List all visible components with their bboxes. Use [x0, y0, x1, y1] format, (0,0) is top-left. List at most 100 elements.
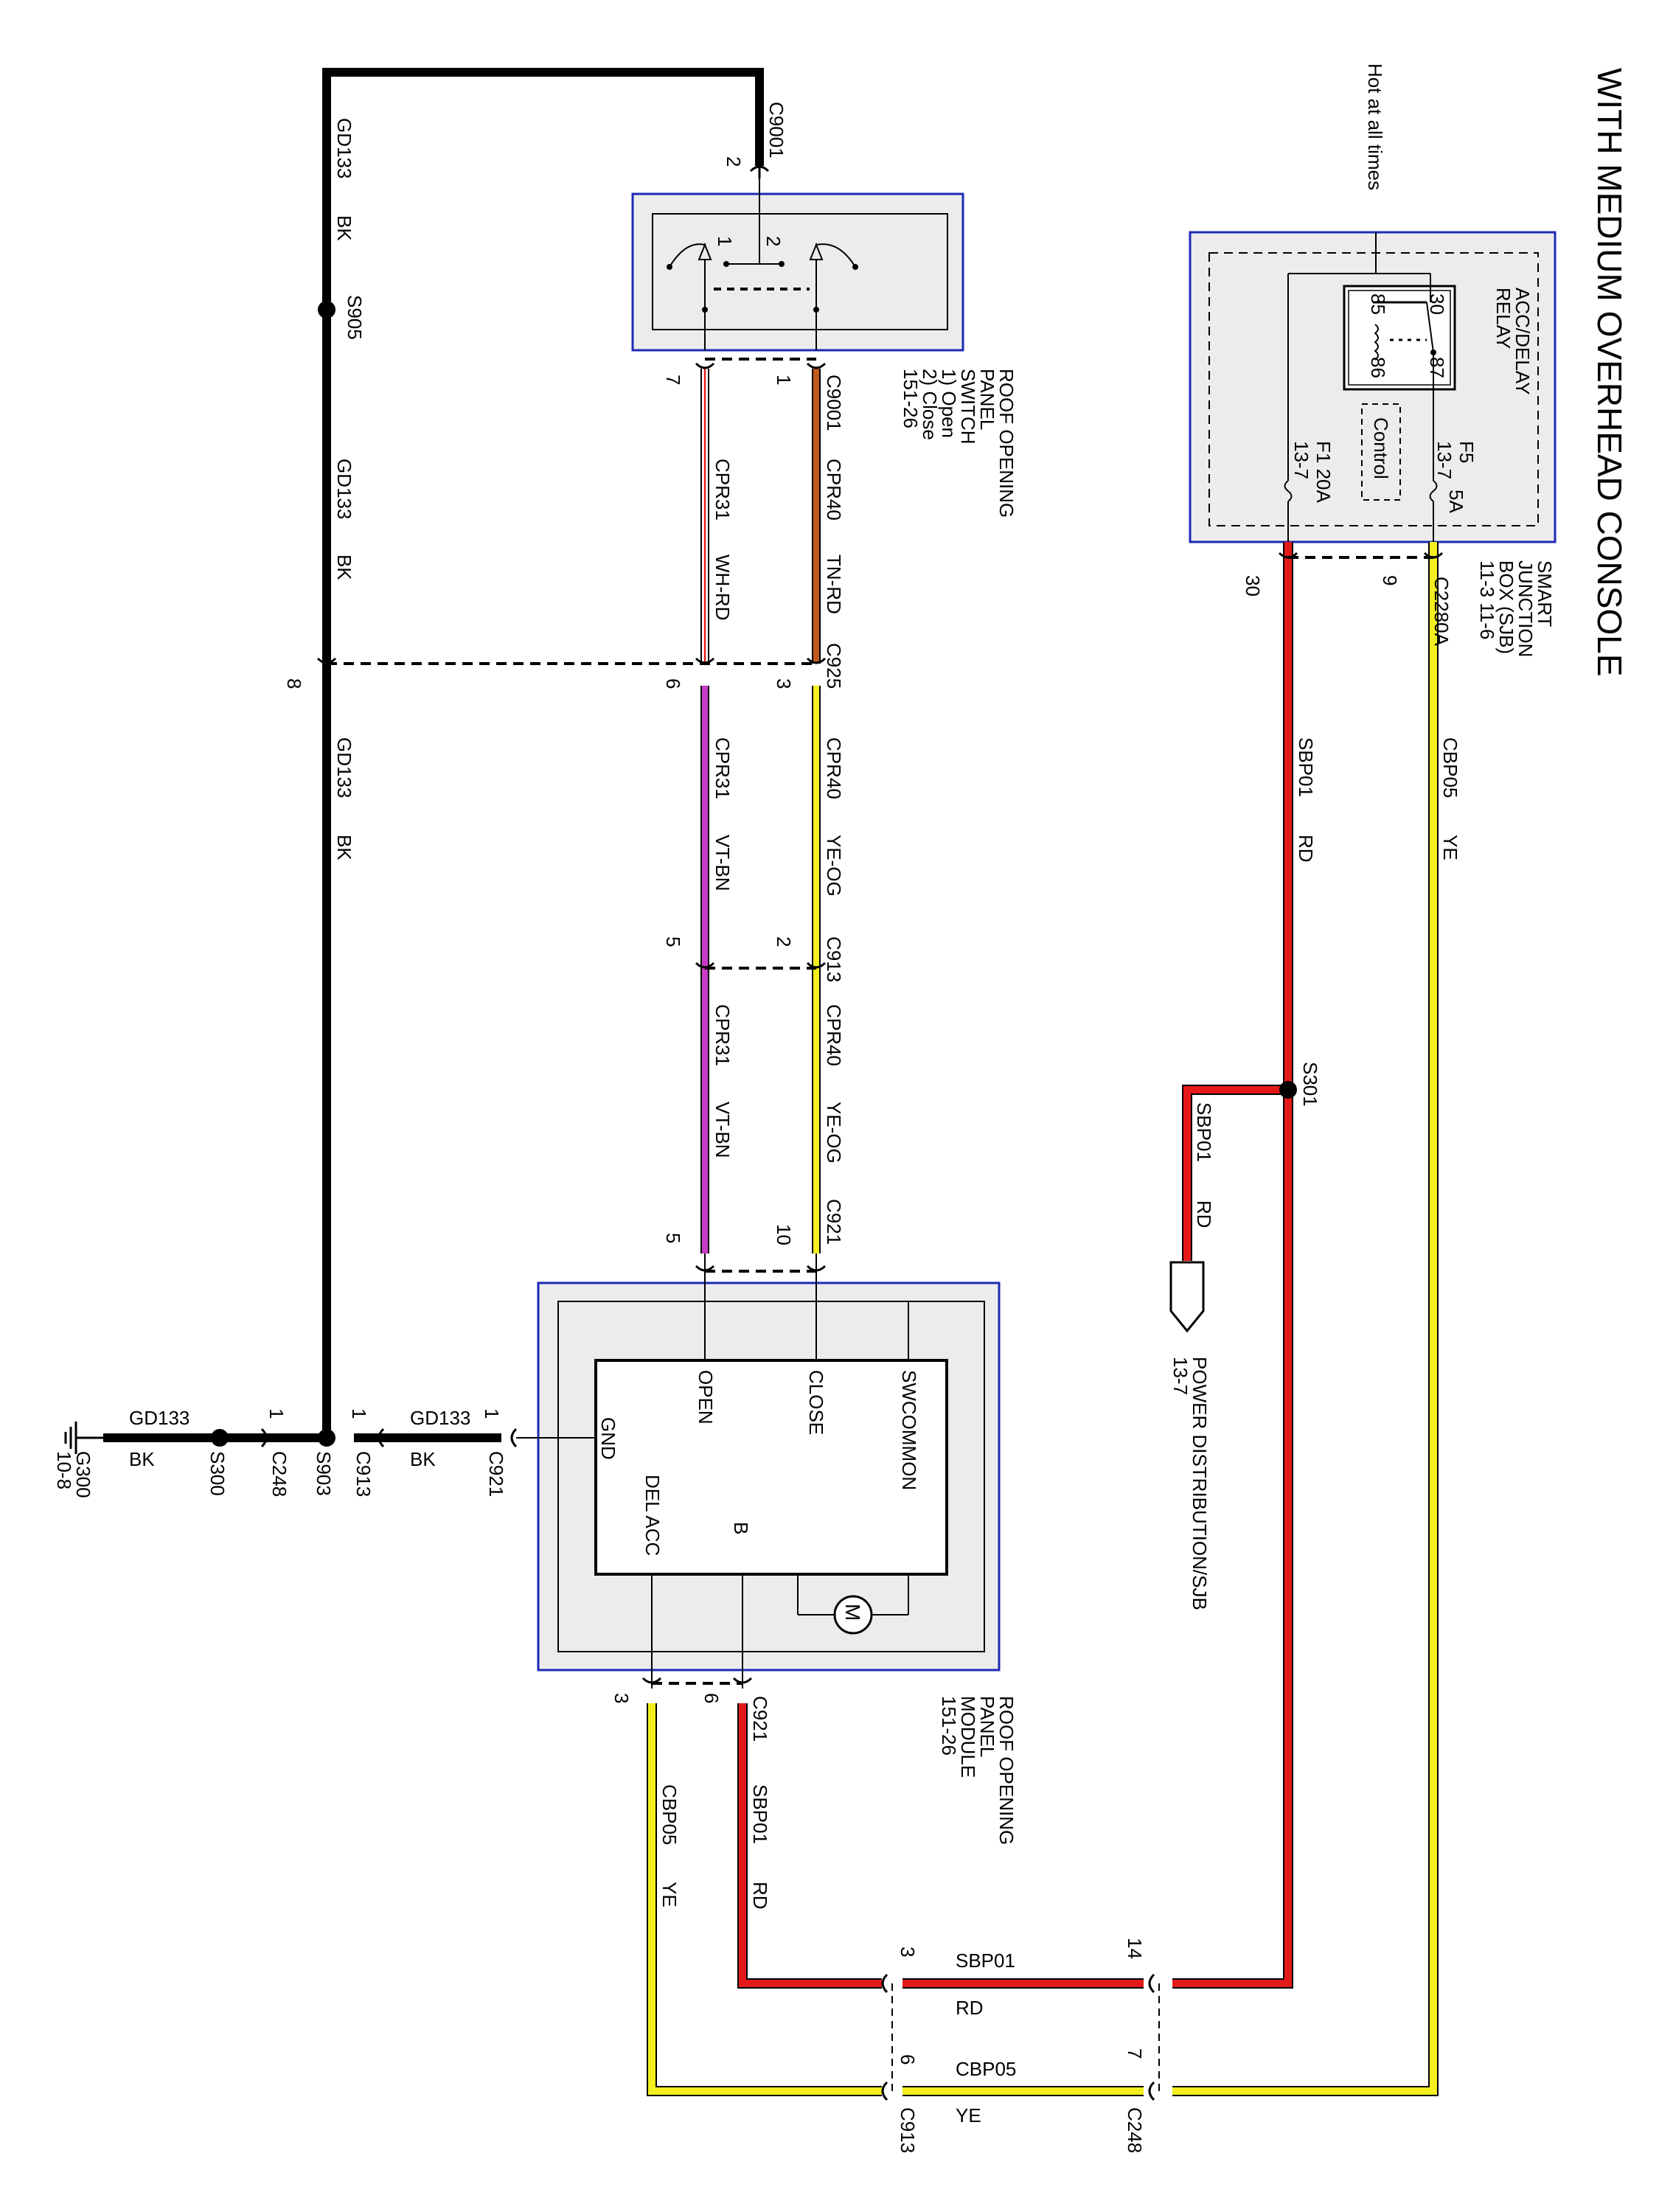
module-pin-open: OPEN — [695, 1370, 717, 1425]
diagram-title: WITH MEDIUM OVERHEAD CONSOLE — [1590, 68, 1629, 677]
c248-pin-7: 7 — [1124, 2048, 1146, 2059]
sbp01-lower: SBP01 — [749, 1784, 771, 1844]
bk-lower: BK — [333, 835, 355, 860]
module-pin-del-acc: DEL ACC — [641, 1475, 664, 1557]
s301-label: S301 — [1299, 1062, 1321, 1107]
module-pin-gnd: GND — [597, 1417, 619, 1460]
vtbn-lower: VT-BN — [712, 1102, 734, 1158]
cpr31-lower: CPR31 — [712, 1004, 734, 1066]
relay-pin-85: 85 — [1367, 293, 1389, 315]
ground-symbol-icon — [64, 1422, 103, 1454]
ye-lower: YE — [658, 1882, 681, 1907]
yeog-mid: YE-OG — [823, 835, 845, 897]
pin-9: 9 — [1379, 575, 1401, 586]
c921-gnd-label: C921 — [485, 1451, 507, 1498]
bk-upper: BK — [333, 215, 355, 241]
c9001-bottom-label: C9001 — [823, 375, 845, 431]
hot-at-all-times-note: Hot at all times — [1364, 63, 1386, 190]
pin-30: 30 — [1242, 575, 1264, 597]
relay-pin-86: 86 — [1367, 357, 1389, 378]
fuse-f1: F1 20A — [1312, 441, 1335, 503]
s905-label: S905 — [344, 295, 366, 340]
rd-lower: RD — [749, 1882, 771, 1910]
fuse-f5: F5 — [1455, 441, 1478, 464]
switch-inner-pin-2: 2 — [762, 236, 785, 247]
cpr31-mid: CPR31 — [712, 737, 734, 799]
c913-label-mid: C913 — [823, 936, 845, 983]
ye-horizontal: YE — [956, 2104, 981, 2126]
cpr40-upper: CPR40 — [823, 459, 845, 521]
cbp05-upper: CBP05 — [1439, 737, 1461, 799]
fuse-f1-ref: 13-7 — [1290, 441, 1312, 480]
c248-label-bottom: C248 — [1124, 2107, 1146, 2154]
cbp05-lower: CBP05 — [658, 1784, 681, 1846]
module-box — [516, 1281, 1001, 1688]
cpr31-upper: CPR31 — [712, 459, 734, 521]
c921-pin-10: 10 — [773, 1224, 795, 1245]
c921-label-top: C921 — [823, 1199, 845, 1245]
c921-bottom-label: C921 — [749, 1696, 771, 1742]
c921-gnd-pin-1: 1 — [481, 1408, 503, 1419]
c921-pin-3: 3 — [611, 1693, 633, 1704]
fuse-f5-ref: 13-7 — [1433, 441, 1455, 480]
ye-upper: YE — [1439, 835, 1461, 860]
c925-pin-6: 6 — [662, 678, 684, 689]
wire-sbp01-rd — [737, 542, 1293, 1989]
module-pin-swcommon: SWCOMMON — [898, 1370, 920, 1491]
c2280a-label: C2280A — [1430, 577, 1453, 646]
connector-chevrons — [260, 165, 1444, 2101]
motor-icon — [833, 1595, 873, 1635]
wire-cbp05-ye — [647, 542, 1439, 2096]
c9001-pin-1: 1 — [773, 375, 795, 386]
c9001-top-pin: 2 — [723, 156, 745, 167]
relay-pin-87: 87 — [1426, 357, 1448, 378]
gd133-right: GD133 — [410, 1407, 471, 1429]
c925-pin-3: 3 — [773, 678, 795, 689]
c925-label: C925 — [823, 643, 845, 689]
cpr40-lower: CPR40 — [823, 1004, 845, 1066]
c9001-pin-7: 7 — [662, 375, 684, 386]
c921-pin-5: 5 — [662, 1233, 684, 1244]
c913-pin-6: 6 — [897, 2054, 919, 2065]
rd-branch: RD — [1193, 1200, 1215, 1228]
rd-horizontal: RD — [956, 1997, 984, 2019]
c913-pin-3: 3 — [897, 1947, 919, 1958]
splice-dots — [211, 301, 1297, 1447]
bk-left: BK — [129, 1448, 155, 1470]
bk-middle: BK — [333, 554, 355, 580]
c913-pin-5: 5 — [662, 936, 684, 947]
motor-label: M — [841, 1604, 864, 1621]
c913-gnd-pin-1: 1 — [348, 1408, 370, 1419]
s903-label: S903 — [313, 1451, 335, 1496]
gd133-upper: GD133 — [333, 118, 355, 179]
cbp05-horizontal: CBP05 — [956, 2058, 1017, 2080]
acc-delay-relay — [1343, 285, 1456, 501]
c248-gnd-pin-1: 1 — [265, 1408, 288, 1419]
switch-box — [631, 166, 964, 352]
power-distribution-arrow-icon — [1169, 1261, 1205, 1333]
sjb-internal-wiring — [1284, 232, 1438, 542]
whrd-label: WH-RD — [712, 554, 734, 621]
sbp01-upper: SBP01 — [1295, 737, 1317, 797]
gd133-middle: GD133 — [333, 459, 355, 520]
module-pin-close: CLOSE — [805, 1370, 827, 1436]
c248-pin-14: 14 — [1124, 1938, 1146, 1959]
c913-gnd-label: C913 — [352, 1451, 375, 1498]
gd133-lower: GD133 — [333, 737, 355, 799]
module-pin-b: B — [730, 1522, 752, 1535]
relay-control-label: Control — [1370, 417, 1392, 479]
sbp01-horizontal: SBP01 — [956, 1950, 1015, 1972]
c921-pin-6: 6 — [700, 1693, 723, 1704]
c9001-top-label: C9001 — [765, 102, 787, 159]
bk-right: BK — [410, 1448, 436, 1470]
gd133-left: GD133 — [129, 1407, 190, 1429]
c925-pin-8: 8 — [283, 678, 305, 689]
c913-pin-2: 2 — [773, 936, 795, 947]
